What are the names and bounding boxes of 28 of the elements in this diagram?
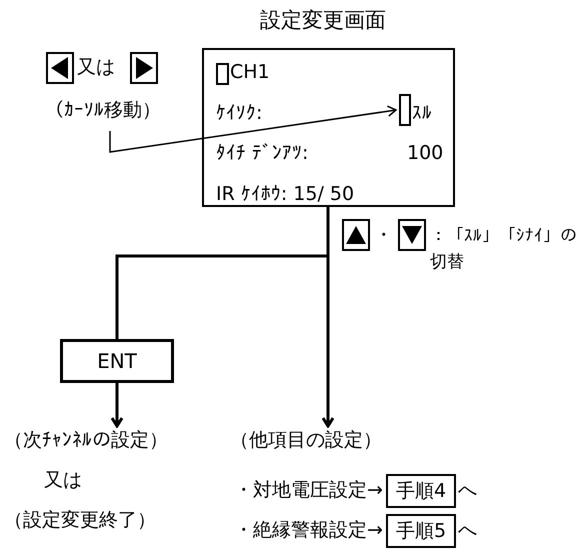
step-reference: 手順4: [394, 479, 448, 504]
result-text: （設定変更終了）: [4, 508, 156, 532]
enter-key-box: [60, 339, 174, 383]
item-text: ・絶縁警報設定→: [234, 518, 383, 542]
hint-text: （ｶｰｿﾙ移動）: [45, 98, 161, 122]
screen-text: ﾀｲﾁ ﾃﾞﾝｱﾂ:: [216, 141, 308, 165]
separator-dot: ・: [374, 223, 393, 247]
item-text: へ: [458, 478, 477, 502]
hint-text: ：「ｽﾙ」「ｼﾅｲ」の切替: [430, 225, 578, 274]
item-text: ・対地電圧設定→: [234, 478, 383, 502]
step-reference: 手順5: [394, 519, 448, 544]
flow-arrow: [322, 207, 334, 428]
cursor-mark: [399, 94, 411, 126]
result-text: 又は: [44, 468, 82, 492]
key-label: ENT: [96, 348, 138, 375]
key-text: 又は: [77, 55, 115, 79]
result-text: （他項目の設定）: [230, 428, 382, 452]
item-text: へ: [458, 518, 477, 542]
flow-arrow: [110, 383, 124, 428]
leader-arrow: [109, 105, 397, 153]
screen-text: CH1: [230, 60, 270, 84]
cursor-mark: [216, 63, 229, 85]
screen-title: 設定変更画面: [260, 8, 386, 32]
screen-text: IR ｹｲﾎｳ: 15/ 50: [216, 182, 354, 206]
result-text: （次ﾁｬﾝﾈﾙの設定）: [4, 428, 168, 452]
screen-text: ｽﾙ: [412, 101, 432, 125]
setting-value: 100: [407, 141, 444, 165]
screen-text: ｹｲｿｸ:: [216, 101, 262, 125]
